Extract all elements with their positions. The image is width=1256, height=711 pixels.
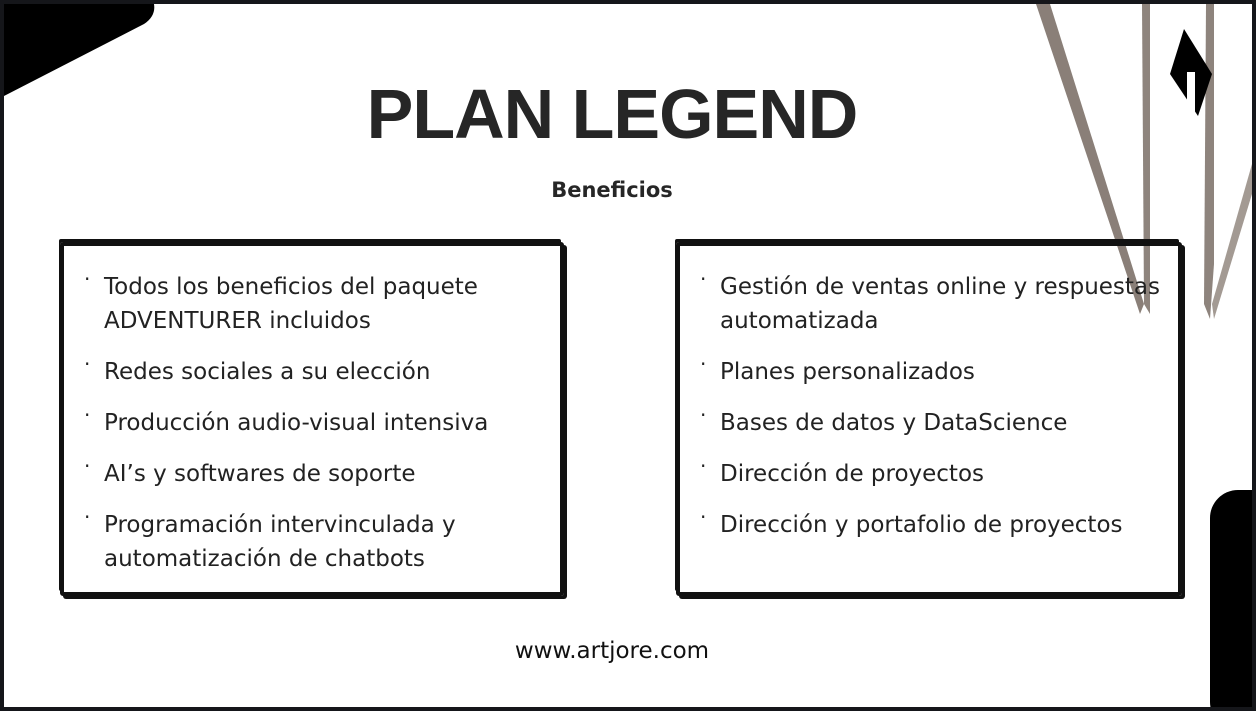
benefit-item: Bases de datos y DataScience — [700, 398, 1178, 440]
benefit-item: Dirección de proyectos — [700, 449, 1178, 491]
benefit-item: Programación intervinculada y automatiza… — [84, 500, 560, 576]
slide: PLAN LEGEND Beneficios Todos los benefic… — [4, 4, 1252, 707]
benefit-item: Todos los beneficios del paquete ADVENTU… — [84, 262, 560, 338]
benefit-item: Gestión de ventas online y respuestas au… — [700, 262, 1178, 338]
benefits-box-right: Gestión de ventas online y respuestas au… — [676, 242, 1182, 596]
subtitle: Beneficios — [551, 178, 673, 202]
benefit-item: Producción audio-visual intensiva — [84, 398, 560, 440]
benefit-item: Dirección y portafolio de proyectos — [700, 500, 1178, 542]
pencils-decoration — [1036, 4, 1252, 319]
benefit-item: Planes personalizados — [700, 347, 1178, 389]
page-title: PLAN LEGEND — [366, 75, 859, 153]
benefit-item: AI’s y softwares de soporte — [84, 449, 560, 491]
benefit-item: Redes sociales a su elección — [84, 347, 560, 389]
corner-decoration — [4, 4, 155, 96]
benefits-box-left: Todos los beneficios del paquete ADVENTU… — [60, 242, 564, 596]
corner-decoration-bottom — [1210, 490, 1252, 707]
website-link[interactable]: www.artjore.com — [514, 638, 710, 664]
